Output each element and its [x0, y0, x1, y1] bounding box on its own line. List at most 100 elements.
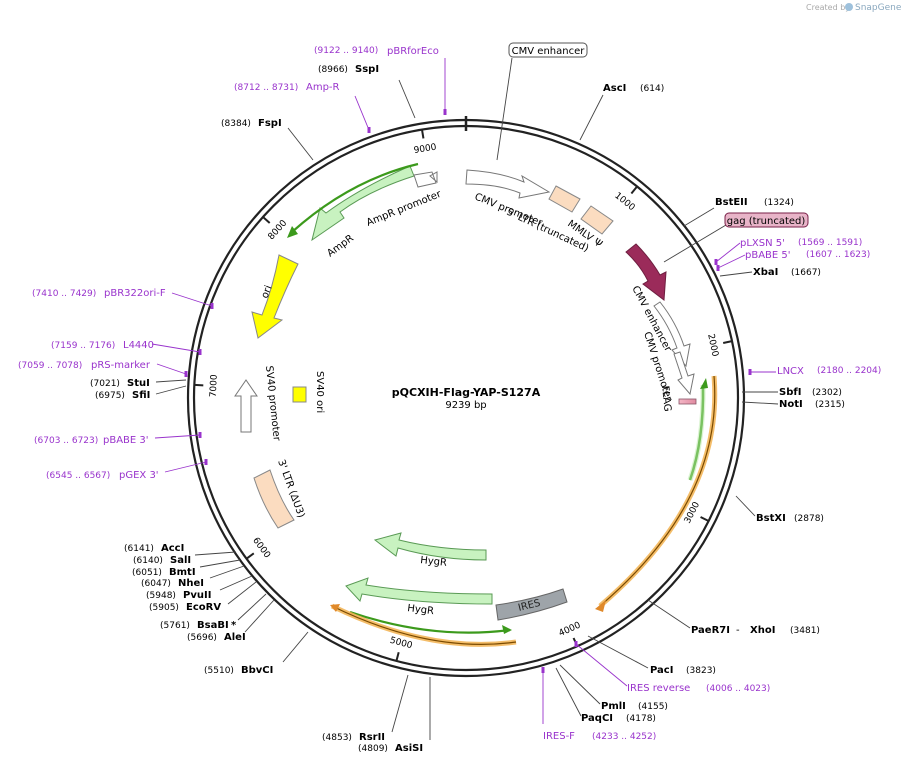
pbr322ori-name[interactable]: pBR322ori-F — [104, 288, 166, 299]
acci-name[interactable]: AccI — [161, 543, 184, 554]
leader-line — [237, 593, 267, 621]
bmti-name[interactable]: BmtI — [169, 567, 196, 578]
mmlv-psi-feature[interactable] — [580, 205, 614, 235]
tick-label: 1000 — [612, 191, 636, 213]
ori-arrow[interactable] — [251, 254, 299, 339]
pbabe5-name[interactable]: pBABE 5' — [745, 250, 791, 261]
leader-line — [171, 292, 213, 307]
cmv-promoter-top-arrow[interactable] — [465, 169, 551, 199]
pbrforeco-name[interactable]: pBRforEco — [387, 46, 439, 57]
gag-box[interactable]: gag (truncated) — [724, 212, 809, 228]
prsmarker-name[interactable]: pRS-marker — [91, 360, 151, 371]
ampr-primer-name[interactable]: Amp-R — [306, 82, 340, 93]
tick-label: 5000 — [389, 636, 414, 652]
sv40-promoter-arrow[interactable] — [234, 379, 258, 433]
ampr-promoter-arrow[interactable] — [413, 171, 438, 188]
bsteii-name[interactable]: BstEII — [715, 197, 748, 208]
ecorv-pos: (5905) — [149, 603, 179, 613]
pmli-name[interactable]: PmlI — [601, 701, 626, 712]
leader-line — [575, 643, 628, 687]
primer-mark — [714, 259, 718, 265]
xbai-name[interactable]: XbaI — [753, 267, 778, 278]
primer-mark — [541, 667, 545, 673]
nhei-name[interactable]: NheI — [178, 578, 204, 589]
fspi-pos: (8384) — [221, 119, 251, 129]
ires-label: IRES — [517, 598, 542, 614]
ampr-arrow[interactable] — [311, 165, 415, 242]
ltr5-feature[interactable] — [548, 185, 581, 213]
ampr-thin-arrow[interactable] — [291, 162, 419, 233]
bstxi-name[interactable]: BstXI — [756, 513, 786, 524]
hygr-lower-arrow[interactable] — [345, 577, 493, 605]
iresf-name[interactable]: IRES-F — [543, 731, 575, 742]
orf-orange-arc-1[interactable] — [598, 375, 718, 608]
hygr-lower-label: HygR — [407, 603, 435, 617]
hygr-upper-arrow[interactable] — [373, 532, 487, 561]
leader-line — [199, 559, 241, 568]
ecorv-name[interactable]: EcoRV — [186, 602, 221, 613]
sspi-name[interactable]: SspI — [355, 64, 379, 75]
xbai-pos: (1667) — [791, 268, 821, 278]
ampr-thin-arrowhead — [287, 226, 298, 238]
alei-name[interactable]: AleI — [224, 632, 246, 643]
bsabi-pos: (5761) — [160, 621, 190, 631]
orf-orange-arc-2-core — [331, 605, 517, 645]
leader-line — [559, 664, 601, 705]
ltr3-feature[interactable] — [253, 469, 295, 529]
pbabe3-name[interactable]: pBABE 3' — [103, 435, 149, 446]
rsrii-name[interactable]: RsrII — [359, 732, 385, 743]
leader-line — [663, 224, 727, 263]
prsmarker-pos: (7059 .. 7078) — [18, 361, 82, 371]
pbr322ori-pos: (7410 .. 7429) — [32, 289, 96, 299]
ampr-promoter-label: AmpR promoter — [365, 188, 444, 228]
acci-pos: (6141) — [124, 544, 154, 554]
leader-line — [209, 565, 245, 579]
bmti-pos: (6051) — [132, 568, 162, 578]
cmv-promoter-inner-arrow[interactable] — [673, 351, 695, 396]
gag-box-label: gag (truncated) — [727, 216, 806, 227]
hygr-upper-label: HygR — [420, 555, 448, 569]
paqci-name[interactable]: PaqCI — [581, 713, 613, 724]
cmv-enhancer-box[interactable]: CMV enhancer — [508, 42, 588, 58]
hygr-thin-arrow[interactable] — [349, 610, 511, 634]
tick-label: 7000 — [209, 374, 220, 398]
lncx-pos: (2180 .. 2204) — [817, 366, 881, 376]
leader-line — [154, 434, 201, 439]
sv40-ori-feature[interactable] — [292, 386, 307, 403]
pgex3-name[interactable]: pGEX 3' — [119, 470, 159, 481]
paci-name[interactable]: PacI — [650, 665, 673, 676]
iresrev-pos: (4006 .. 4023) — [706, 684, 770, 694]
sfii-name[interactable]: SfiI — [132, 390, 150, 401]
sali-name[interactable]: SalI — [170, 555, 191, 566]
flag-feature[interactable] — [678, 398, 697, 405]
sbfi-name[interactable]: SbfI — [779, 387, 801, 398]
leader-line — [741, 401, 779, 405]
watermark-brand: SnapGene — [855, 3, 902, 13]
leader-line — [227, 581, 257, 605]
paer7i-name[interactable]: PaeR7I — [691, 625, 730, 636]
ires-feature[interactable] — [495, 588, 568, 621]
noti-pos: (2315) — [815, 400, 845, 410]
bsabi-name[interactable]: BsaBI — [197, 620, 229, 631]
iresrev-name[interactable]: IRES reverse — [627, 683, 690, 694]
pvuii-name[interactable]: PvuII — [183, 590, 211, 601]
lncx-name[interactable]: LNCX — [777, 366, 804, 377]
stui-name[interactable]: StuI — [127, 378, 150, 389]
fspi-name[interactable]: FspI — [258, 118, 282, 129]
xhoi-name[interactable]: XhoI — [750, 625, 775, 636]
asci-name[interactable]: AscI — [603, 83, 626, 94]
bbvci-name[interactable]: BbvCI — [241, 665, 273, 676]
noti-name[interactable]: NotI — [779, 399, 803, 410]
l4440-pos: (7159 .. 7176) — [51, 341, 115, 351]
bsabi-suffix: * — [231, 620, 237, 631]
gag-truncated-arrow[interactable] — [625, 243, 667, 301]
sspi-pos: (8966) — [318, 65, 348, 75]
primer-mark — [210, 303, 214, 309]
leader-line — [282, 631, 309, 663]
asisi-name[interactable]: AsiSI — [395, 743, 423, 754]
pbrforeco-pos: (9122 .. 9140) — [314, 46, 378, 56]
ori-label: ori — [260, 284, 275, 300]
l4440-name[interactable]: L4440 — [123, 340, 154, 351]
plxsn5-name[interactable]: pLXSN 5' — [740, 238, 785, 249]
primer-mark — [748, 369, 752, 375]
